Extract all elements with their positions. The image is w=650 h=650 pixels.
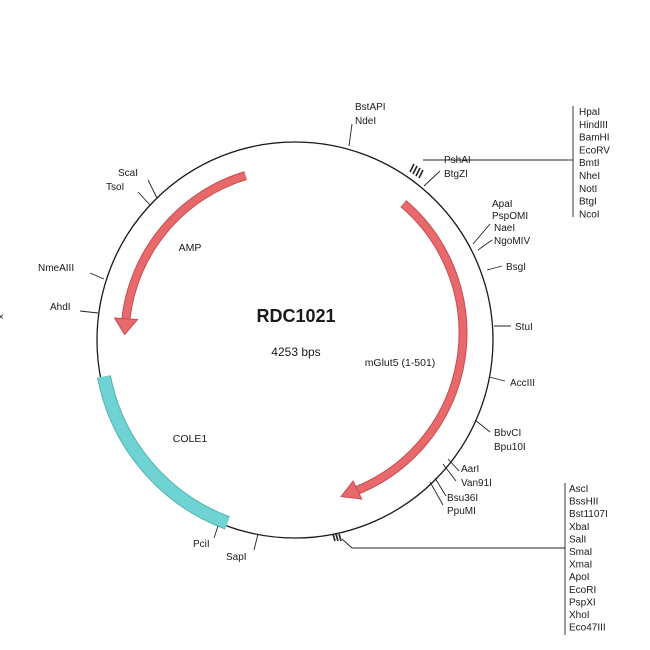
site-label-bsu36i: Bsu36I: [447, 493, 478, 504]
feature-cole1-arc: [97, 375, 230, 530]
site-label-pcii: PciI: [193, 539, 210, 550]
site-tick-nmeaiii: [89, 272, 105, 280]
mcs-top-site-btgi: BtgI: [579, 197, 597, 208]
site-tick-pcii: [213, 525, 219, 539]
mcs-top-site-hpai: HpaI: [579, 107, 600, 118]
site-label-pshai: PshAI: [444, 155, 471, 166]
mcs-bottom-site-sali: SalI: [569, 534, 586, 545]
backbone-circle: [96, 141, 494, 539]
site-tick-bbvci: [474, 419, 491, 433]
site-label-tsoi: TsoI: [106, 182, 124, 193]
site-tick-scai: [147, 179, 158, 199]
mcs-bottom-site-bsshii: BssHII: [569, 497, 598, 508]
mcs-top-site-nhei: NheI: [579, 171, 600, 182]
site-label-scai: ScaI: [118, 168, 138, 179]
mcs-bottom-site-xbai: XbaI: [569, 522, 590, 533]
site-label-naei: NaeI: [494, 223, 515, 234]
site-tick-sapi: [253, 533, 259, 551]
site-label-bpu10i: Bpu10I: [494, 442, 526, 453]
site-tick-bstapi: [348, 123, 353, 147]
feature-amp-arrow: [113, 171, 247, 336]
mcs-bottom-site-xhoi: XhoI: [569, 610, 590, 621]
site-label-btgzi: BtgZI: [444, 169, 468, 180]
mcs-top-site-bamhi: BamHI: [579, 133, 610, 144]
mcs-top-site-ecorv: EcoRV: [579, 145, 610, 156]
mcs-bottom-leader: [341, 538, 565, 549]
mcs-bottom-marker: [332, 533, 342, 542]
mcs-bottom-site-eco47iii: Eco47III: [569, 623, 606, 634]
site-tick-ahdi: [79, 310, 99, 314]
edge-mark: ×: [0, 312, 4, 323]
mcs-bottom-site-bst1107i: Bst1107I: [569, 509, 608, 520]
mcs-bottom-site-xmai: XmaI: [569, 560, 592, 571]
feature-mglut5-arrow: [340, 200, 468, 500]
site-label-bstapi: BstAPI: [355, 102, 386, 113]
site-label-bbvci: BbvCI: [494, 428, 521, 439]
mcs-bottom-site-ecori: EcoRI: [569, 585, 596, 596]
site-label-ndei: NdeI: [355, 116, 376, 127]
mcs-top-site-hindiii: HindIII: [579, 120, 608, 131]
feature-label-cole1: COLE1: [173, 433, 208, 445]
site-label-stui: StuI: [515, 322, 533, 333]
mcs-top-site-noti: NotI: [579, 184, 597, 195]
site-label-ppumi: PpuMI: [447, 506, 476, 517]
site-label-nmeaiii: NmeAIII: [38, 263, 74, 274]
site-tick-aari: [447, 458, 460, 472]
site-label-sapi: SapI: [226, 552, 247, 563]
site-tick-bsu36i: [434, 477, 447, 497]
mcs-top-site-ncoi: NcoI: [579, 209, 600, 220]
mcs-top-site-bmti: BmtI: [579, 158, 600, 169]
plasmid-name: RDC1021: [256, 306, 335, 326]
site-label-pspomi: PspOMI: [492, 211, 528, 222]
site-label-van91i: Van91I: [461, 478, 492, 489]
mcs-bottom-site-smai: SmaI: [569, 547, 592, 558]
site-label-bsgi: BsgI: [506, 262, 526, 273]
mcs-bottom-site-asci: AscI: [569, 484, 588, 495]
feature-label-mglut5: mGlut5 (1-501): [365, 357, 436, 369]
plasmid-length: 4253 bps: [271, 345, 320, 359]
site-tick-tsoi: [137, 191, 151, 206]
mcs-bottom-site-pspxi: PspXI: [569, 597, 596, 608]
site-label-ngomiv: NgoMIV: [494, 236, 530, 247]
mcs-top-marker: [409, 163, 424, 179]
mcs-bottom-site-apoi: ApoI: [569, 572, 590, 583]
site-label-ahdi: AhdI: [50, 302, 71, 313]
site-label-aari: AarI: [461, 464, 479, 475]
site-label-apai: ApaI: [492, 199, 513, 210]
site-tick-apai: [472, 223, 491, 245]
site-tick-bsgi: [486, 265, 503, 271]
site-tick-acciii: [488, 376, 506, 382]
site-tick-pshai: [423, 170, 441, 187]
site-label-acciii: AccIII: [510, 378, 535, 389]
feature-label-amp: AMP: [179, 242, 202, 254]
